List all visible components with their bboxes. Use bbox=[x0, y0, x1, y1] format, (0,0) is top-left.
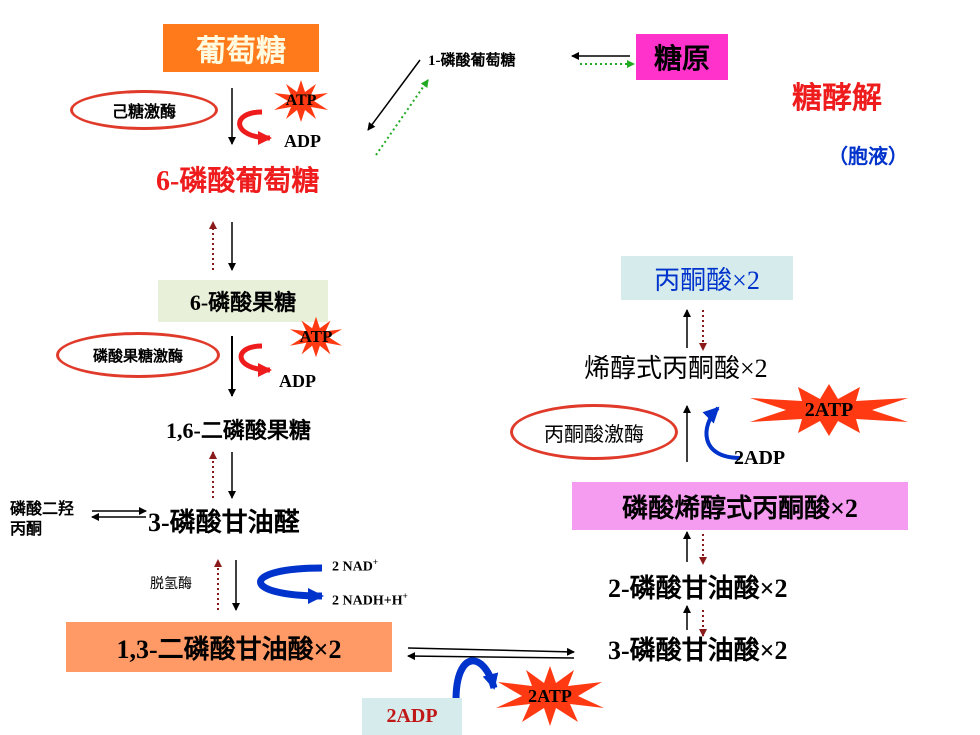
label-2adp-bottom: 2ADP bbox=[362, 698, 462, 735]
atp2-label-bottom: 2ATP bbox=[528, 685, 572, 706]
nad-sup: + bbox=[372, 557, 378, 567]
node-g1p: 1-磷酸葡萄糖 bbox=[428, 53, 516, 69]
node-enolpyruvate: 烯醇式丙酮酸×2 bbox=[584, 354, 768, 383]
node-dhap: 磷酸二羟丙酮 bbox=[10, 501, 75, 538]
atp-burst-hexokinase: ATP bbox=[272, 80, 330, 122]
enzyme-pfk: 磷酸果糖激酶 bbox=[56, 332, 220, 378]
arrow-g6p-g1p bbox=[375, 79, 429, 156]
node-bpg13: 1,3-二磷酸甘油酸×2 bbox=[66, 622, 392, 672]
atp-burst-pfk: ATP bbox=[288, 316, 344, 358]
curved-arrow-nad bbox=[257, 564, 324, 604]
label-2adp-right: 2ADP bbox=[734, 447, 786, 469]
node-pep: 磷酸烯醇式丙酮酸×2 bbox=[572, 482, 908, 530]
curved-arrow-pk bbox=[702, 406, 741, 460]
arrow-g1p-g6p bbox=[367, 59, 421, 131]
adp-label-pfk: ADP bbox=[279, 371, 316, 391]
node-glucose: 葡萄糖 bbox=[163, 24, 319, 72]
adp-label-hexokinase: ADP bbox=[284, 131, 321, 151]
atp-label-pfk: ATP bbox=[299, 327, 333, 346]
node-g6p: 6-磷酸葡萄糖 bbox=[156, 166, 320, 197]
atp2-label-right: 2ATP bbox=[804, 398, 854, 421]
nadh-text: 2 NADH+H bbox=[332, 593, 403, 609]
node-pyruvate: 丙酮酸×2 bbox=[621, 256, 793, 300]
node-g3p: 3-磷酸甘油醛 bbox=[148, 508, 300, 537]
curved-arrow-pfk bbox=[238, 343, 272, 377]
nadh-sup: + bbox=[402, 591, 408, 601]
node-f6p: 6-磷酸果糖 bbox=[158, 280, 328, 322]
enzyme-hexokinase: 己糖激酶 bbox=[70, 90, 218, 130]
curved-arrow-adp-atp bbox=[452, 657, 499, 701]
arrow-bpg13-pg3 bbox=[407, 647, 575, 656]
diagram-title: 糖酵解 bbox=[792, 81, 882, 116]
node-pg3: 3-磷酸甘油酸×2 bbox=[608, 636, 788, 665]
atp-label-hexokinase: ATP bbox=[285, 92, 317, 109]
label-nad: 2 NAD+ bbox=[332, 558, 378, 575]
enzyme-pyruvate-kinase: 丙酮酸激酶 bbox=[510, 404, 678, 460]
atp-burst-bottom: 2ATP bbox=[494, 666, 606, 726]
atp-burst-right: 2ATP bbox=[748, 384, 910, 436]
enzyme-dehydrogenase: 脱氢酶 bbox=[150, 577, 192, 592]
node-f16bp: 1,6-二磷酸果糖 bbox=[166, 418, 311, 443]
nad-text: 2 NAD bbox=[332, 559, 373, 575]
node-glycogen: 糖原 bbox=[636, 34, 728, 80]
diagram-subtitle: （胞液） bbox=[828, 144, 908, 168]
curved-arrow-hexokinase bbox=[237, 109, 272, 145]
node-pg2: 2-磷酸甘油酸×2 bbox=[608, 574, 788, 603]
arrow-pg3-bpg13 bbox=[407, 652, 575, 661]
label-nadh: 2 NADH+H+ bbox=[332, 592, 408, 609]
